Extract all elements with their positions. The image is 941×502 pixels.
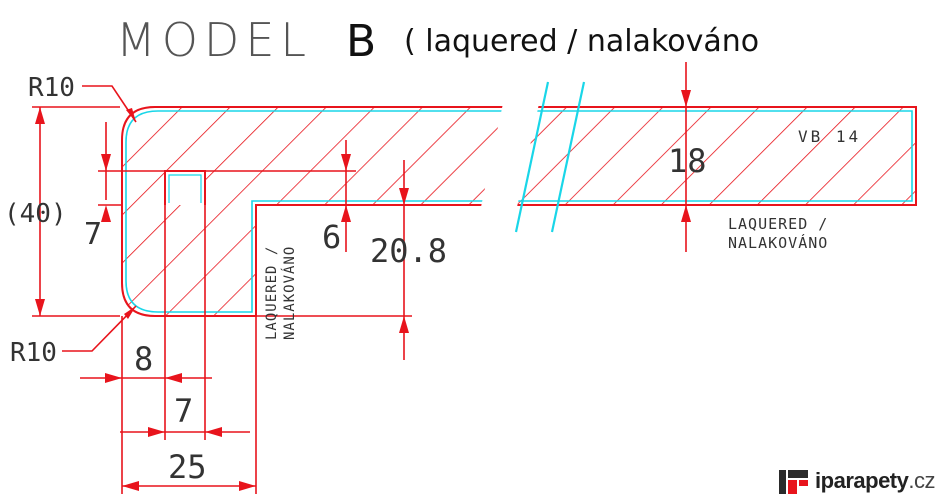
title-model: MODEL: [116, 13, 312, 67]
r10-bottom-label: R10: [10, 338, 57, 368]
title-letter: B: [346, 16, 376, 67]
brand-tld: .cz: [908, 468, 935, 493]
dimension-arrows: [35, 90, 691, 491]
finish-vertical-line1: LAQUERED /: [264, 246, 280, 340]
profile-outline-cyan: [125, 110, 913, 313]
finish-right-line2: NALAKOVÁNO: [728, 233, 828, 252]
leg-20-8-label: 20.8: [370, 232, 447, 270]
dim-25-label: 25: [168, 448, 207, 486]
groove-depth-left-label: 7: [84, 217, 102, 252]
finish-right-line1: LAQUERED /: [728, 215, 828, 233]
thickness-18-label: 18: [668, 142, 707, 180]
height-40-label: (40): [4, 199, 67, 229]
finish-vertical-line2: NALAKOVÁNO: [281, 246, 298, 340]
dim-8-label: 8: [134, 340, 153, 378]
brand-name-main: iparapety: [815, 468, 909, 493]
brand-name: iparapety.cz: [815, 468, 935, 494]
vb-label: VB 14: [798, 127, 861, 146]
r10-top-label: R10: [28, 73, 75, 103]
brand-mark-icon: [779, 470, 809, 494]
brand-logo: iparapety.cz: [779, 466, 935, 496]
break-mark: [476, 80, 586, 233]
groove-cyan: [168, 174, 202, 203]
dim-7-label: 7: [174, 392, 193, 430]
title-note: ( laquered / nalakováno: [404, 24, 759, 59]
groove-depth-label: 6: [322, 218, 341, 256]
groove: [164, 170, 206, 205]
